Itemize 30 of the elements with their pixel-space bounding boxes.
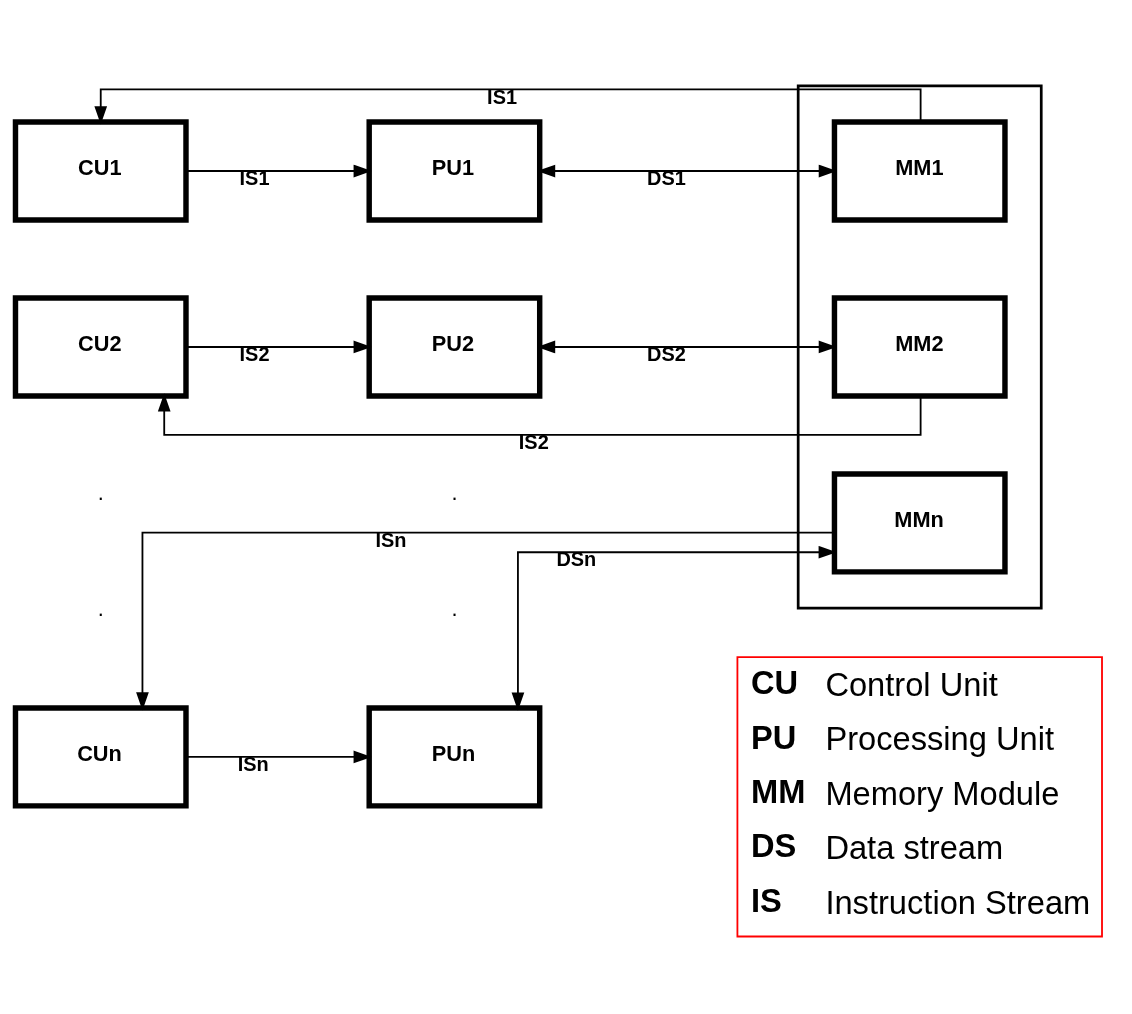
- label: DS: [751, 826, 797, 864]
- cluster: [796, 83, 1043, 610]
- node-box: PUn: [366, 704, 543, 809]
- label: Processing Unit: [825, 719, 1054, 757]
- edge-label: IS1: [487, 85, 518, 108]
- label: .: [97, 595, 104, 621]
- node-box: CUn: [12, 704, 189, 809]
- label: IS: [751, 881, 782, 919]
- node-box: MM1: [831, 118, 1008, 223]
- label: Instruction Stream: [825, 883, 1091, 921]
- node-box: CU2: [12, 294, 189, 399]
- node-box: CU1: [12, 118, 189, 223]
- label: .: [97, 479, 104, 505]
- arrow: [157, 392, 922, 436]
- edge-label: ISn: [375, 528, 407, 551]
- label: Data stream: [825, 828, 1004, 866]
- label: Control Unit: [825, 665, 998, 703]
- node-box: MMn: [831, 470, 1008, 575]
- label: .: [451, 595, 458, 621]
- label: PU: [751, 718, 797, 756]
- node-box: PU1: [366, 118, 543, 223]
- label: .: [451, 479, 458, 505]
- node-box: PU2: [366, 294, 543, 399]
- label: CU: [751, 663, 799, 701]
- edge-label: ISn: [237, 752, 269, 775]
- label: Memory Module: [825, 774, 1060, 812]
- arrow: [94, 88, 922, 124]
- label: MM: [751, 772, 806, 810]
- edge-label: IS2: [518, 430, 549, 453]
- node-box: MM2: [831, 294, 1008, 399]
